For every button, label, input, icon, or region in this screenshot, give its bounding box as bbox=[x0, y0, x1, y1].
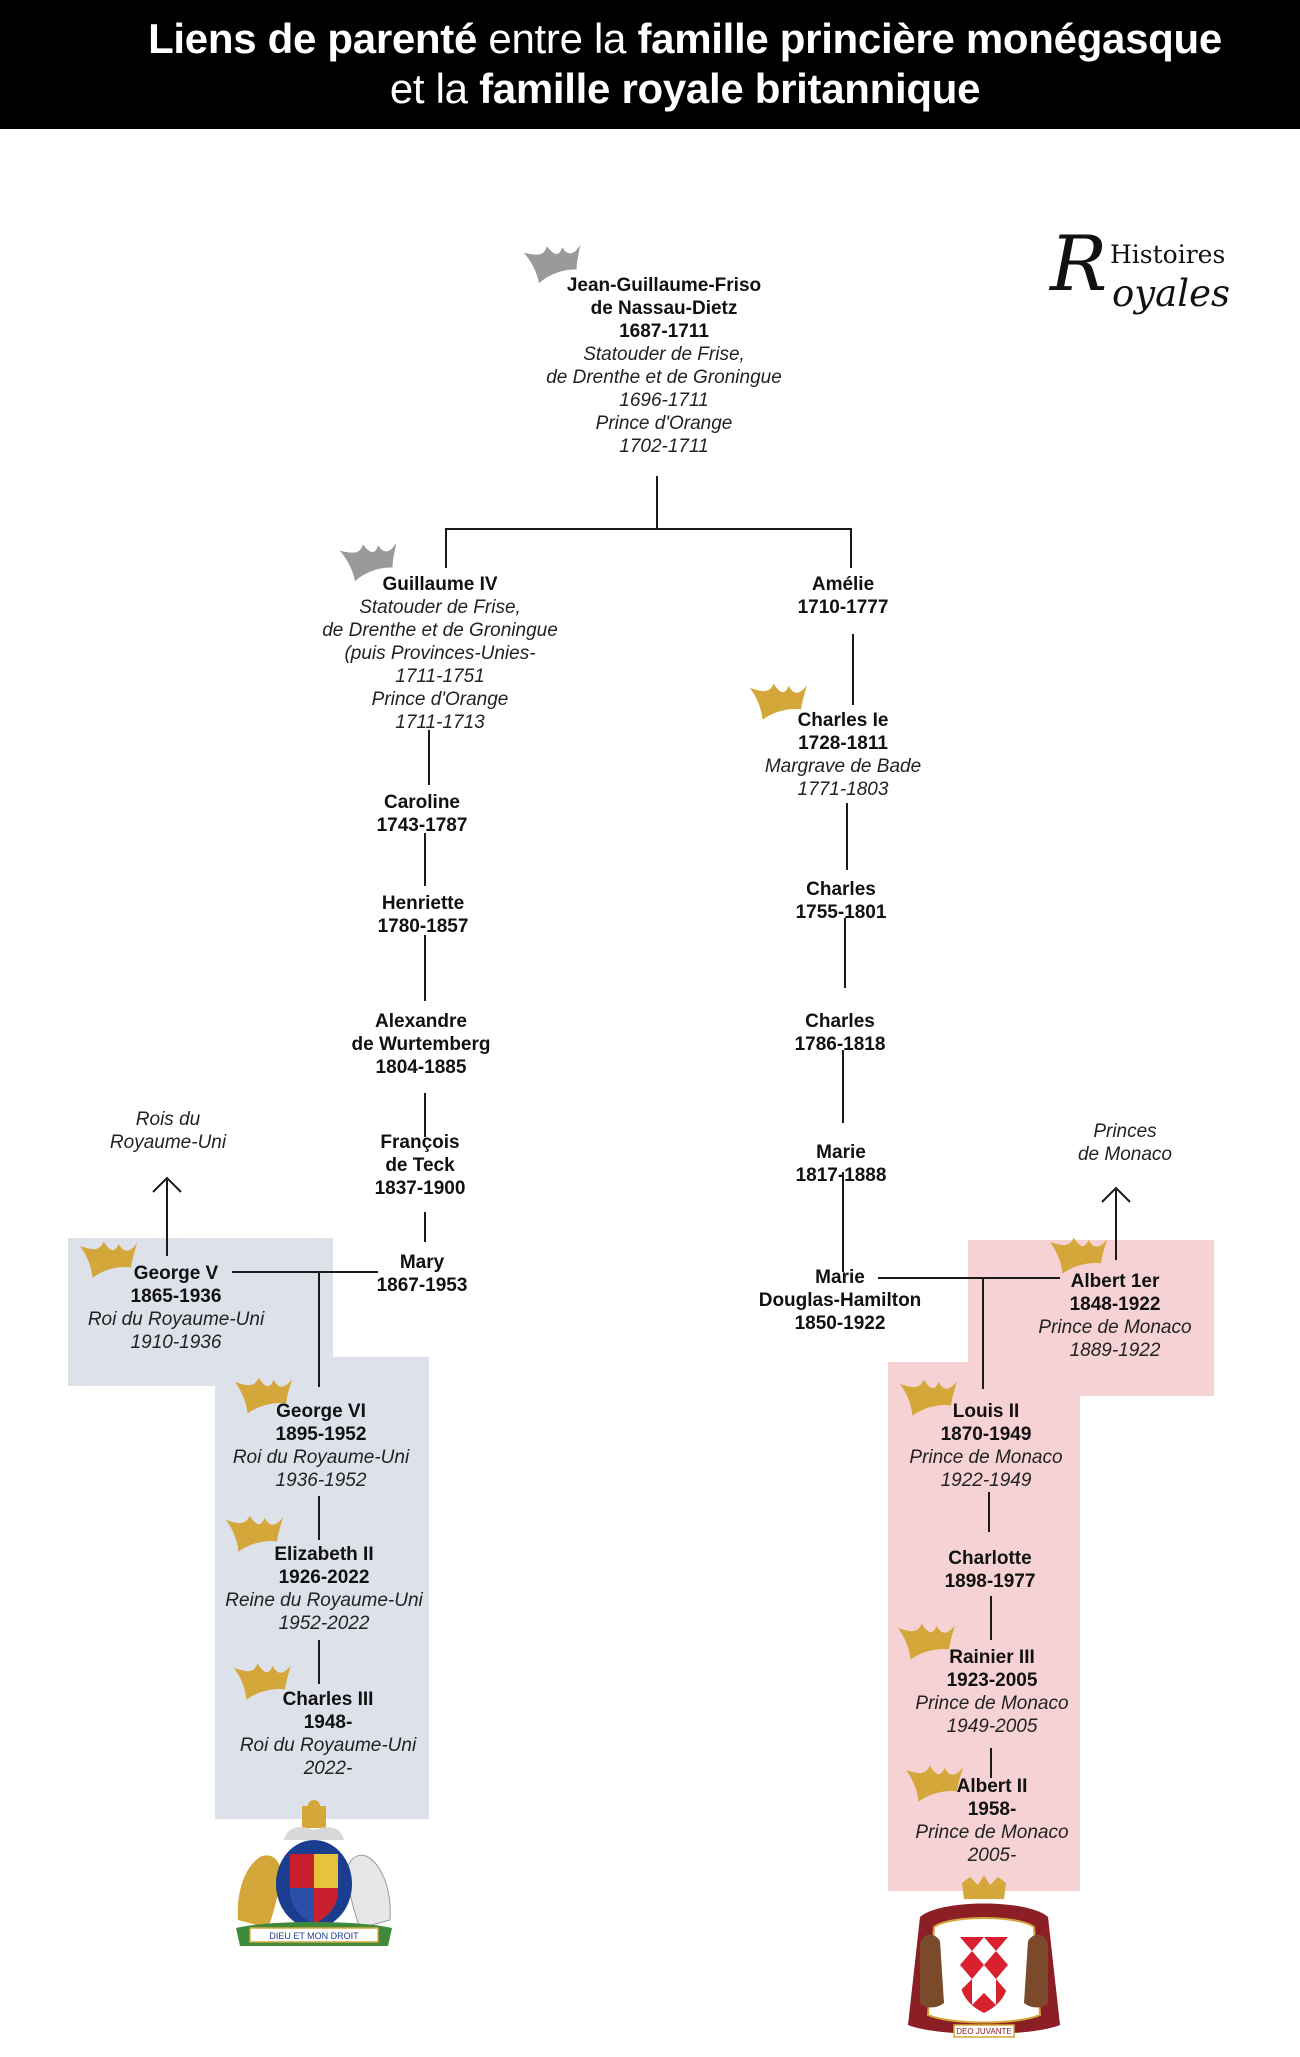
monaco-motto: DEO JUVANTE bbox=[956, 2027, 1011, 2036]
connector bbox=[428, 730, 430, 785]
monaco-coat-of-arms: DEO JUVANTE bbox=[908, 1875, 1060, 2038]
person-albert-ii: Albert II 1958- Prince de Monaco 2005- bbox=[915, 1776, 1069, 1866]
person-louis-ii: Louis II 1870-1949 Prince de Monaco 1922… bbox=[909, 1401, 1063, 1491]
person-george-vi: George VI 1895-1952 Roi du Royaume-Uni 1… bbox=[232, 1401, 410, 1491]
connector bbox=[846, 803, 848, 870]
person-albert-1er: Albert 1er 1848-1922 Prince de Monaco 18… bbox=[1038, 1271, 1192, 1361]
connector bbox=[852, 634, 854, 705]
uk-motto: DIEU ET MON DROIT bbox=[269, 1931, 359, 1941]
person-mary: Mary 1867-1953 bbox=[376, 1252, 468, 1296]
connector bbox=[656, 476, 658, 529]
person-charles-ie: Charles Ie 1728-1811 Margrave de Bade 17… bbox=[764, 710, 922, 800]
connector bbox=[990, 1596, 992, 1640]
uk-coat-of-arms: DIEU ET MON DROIT bbox=[236, 1800, 392, 1946]
person-charles-1786: Charles 1786-1818 bbox=[794, 1011, 886, 1055]
person-jean-guillaume-friso: Jean-Guillaume-Friso de Nassau-Dietz 168… bbox=[546, 275, 782, 457]
connector bbox=[424, 935, 426, 1001]
monaco-arrowhead bbox=[1101, 1186, 1131, 1203]
person-george-v: George V 1865-1936 Roi du Royaume-Uni 19… bbox=[87, 1263, 265, 1353]
connector bbox=[988, 1492, 990, 1532]
connector bbox=[424, 1212, 426, 1242]
person-marie-douglas-hamilton: Marie Douglas-Hamilton 1850-1922 bbox=[758, 1267, 922, 1334]
connector bbox=[982, 1277, 984, 1389]
connector bbox=[878, 1277, 1060, 1279]
histoires-royales-logo: R Histoires oyales bbox=[1050, 219, 1230, 316]
connector bbox=[842, 1050, 844, 1123]
connector bbox=[318, 1640, 320, 1684]
connector bbox=[166, 1180, 168, 1256]
person-francois-de-teck: François de Teck 1837-1900 bbox=[374, 1132, 466, 1199]
connector bbox=[424, 1093, 426, 1137]
person-charles-1755: Charles 1755-1801 bbox=[795, 879, 887, 923]
person-henriette: Henriette 1780-1857 bbox=[377, 893, 469, 937]
connector bbox=[842, 1172, 844, 1272]
connector bbox=[990, 1748, 992, 1778]
connector bbox=[318, 1496, 320, 1540]
connector bbox=[445, 528, 851, 530]
connector bbox=[318, 1271, 320, 1387]
connector bbox=[850, 528, 852, 568]
person-guillaume-iv: Guillaume IV Statouder de Frise, de Dren… bbox=[322, 574, 558, 733]
person-elizabeth-ii: Elizabeth II 1926-2022 Reine du Royaume-… bbox=[225, 1544, 423, 1634]
person-rainier-iii: Rainier III 1923-2005 Prince de Monaco 1… bbox=[915, 1647, 1069, 1737]
person-charles-iii: Charles III 1948- Roi du Royaume-Uni 202… bbox=[239, 1689, 417, 1779]
person-alexandre: Alexandre de Wurtemberg 1804-1885 bbox=[351, 1011, 491, 1078]
connector bbox=[232, 1271, 378, 1273]
uk-arrowhead bbox=[152, 1176, 182, 1193]
page-title: Liens de parenté entre la famille princi… bbox=[148, 15, 1222, 112]
title-banner: Liens de parenté entre la famille princi… bbox=[0, 0, 1300, 129]
person-caroline: Caroline 1743-1787 bbox=[376, 792, 468, 836]
person-amelie: Amélie 1710-1777 bbox=[797, 574, 889, 618]
connector bbox=[844, 918, 846, 988]
connector bbox=[1115, 1190, 1117, 1260]
person-marie-1817: Marie 1817-1888 bbox=[795, 1142, 887, 1186]
connector bbox=[445, 528, 447, 568]
monaco-box-main bbox=[888, 1362, 1080, 1891]
connector bbox=[424, 833, 426, 886]
person-charlotte: Charlotte 1898-1977 bbox=[944, 1548, 1036, 1592]
uk-box-main bbox=[215, 1357, 429, 1819]
